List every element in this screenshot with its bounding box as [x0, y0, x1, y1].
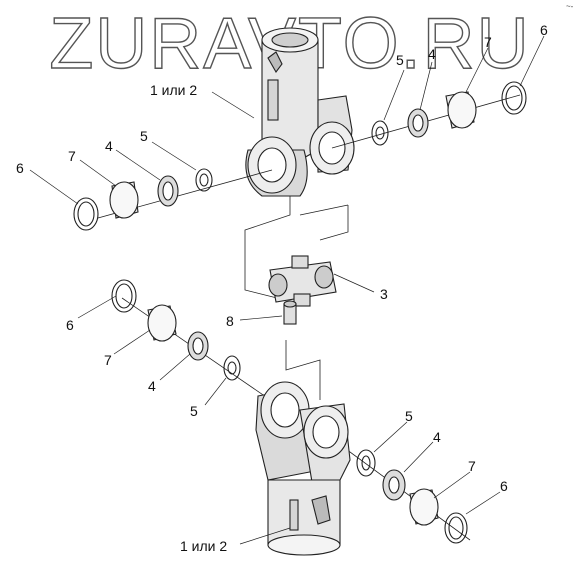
- callout-seal-bottom-right: 4: [433, 429, 441, 445]
- washer-bottom-right: [356, 449, 376, 477]
- washer-top-right: [371, 120, 389, 146]
- bearing-top-left: [109, 181, 139, 219]
- seal-top-right: [407, 108, 429, 138]
- callout-washer-top-right: 5: [396, 52, 404, 68]
- circlip-top-left: [73, 197, 99, 231]
- grease-fitting: [283, 300, 297, 325]
- top-yoke: [245, 27, 355, 197]
- callout-bearing-top-left: 7: [68, 148, 76, 164]
- callout-bearing-bottom-left: 7: [104, 352, 112, 368]
- washer-bottom-left: [223, 355, 241, 381]
- seal-top-left: [157, 175, 179, 207]
- callout-circlip-bottom-right: 6: [500, 478, 508, 494]
- seal-bottom-right: [382, 469, 406, 501]
- leader-lines: [29, 35, 545, 545]
- callout-grease-fitting: 8: [226, 313, 234, 329]
- callout-washer-bottom-left: 5: [190, 403, 198, 419]
- callout-yoke-top: 1 или 2: [150, 82, 198, 98]
- callout-bearing-top-right: 7: [484, 34, 492, 50]
- bearing-bottom-left: [147, 304, 177, 342]
- bearing-bottom-right: [409, 488, 439, 526]
- circlip-top-right: [501, 81, 527, 115]
- circlip-bottom-right: [444, 512, 468, 544]
- bearing-top-right: [445, 91, 477, 129]
- callout-seal-top-left: 4: [105, 138, 113, 154]
- callout-circlip-bottom-left: 6: [66, 317, 74, 333]
- callout-washer-top-left: 5: [140, 128, 148, 144]
- washer-top-left: [195, 168, 213, 192]
- callout-circlip-top-left: 6: [16, 160, 24, 176]
- callout-seal-bottom-left: 4: [148, 378, 156, 394]
- callout-washer-bottom-right: 5: [405, 408, 413, 424]
- callout-cross: 3: [380, 286, 388, 302]
- callout-bearing-bottom-right: 7: [468, 458, 476, 474]
- seal-bottom-left: [187, 331, 209, 361]
- bottom-yoke: [255, 381, 351, 556]
- callout-seal-top-right: 4: [428, 46, 436, 62]
- callout-yoke-bottom: 1 или 2: [180, 538, 228, 554]
- callout-circlip-top-right: 6: [540, 22, 548, 38]
- corner-mark: ~-: [566, 2, 574, 11]
- cross-spider: [268, 255, 337, 307]
